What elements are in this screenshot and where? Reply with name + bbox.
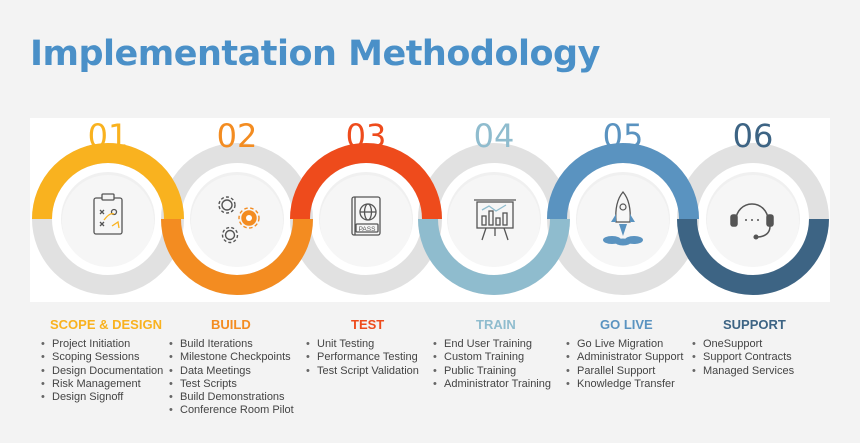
list-item: Scoping Sessions: [40, 351, 163, 365]
disc-shade-support: [707, 175, 799, 267]
arc-train: [418, 218, 570, 295]
step-number-03: 03: [346, 117, 387, 155]
list-item: Project Initiation: [40, 338, 163, 352]
list-item: Knowledge Transfer: [565, 378, 683, 392]
step-number-04: 04: [474, 117, 515, 155]
step-number-05: 05: [603, 117, 644, 155]
list-item: Administrator Training: [432, 378, 551, 392]
list-item: Design Documentation: [40, 365, 163, 379]
step-title-build: BUILD: [211, 317, 251, 332]
arc-scope: [32, 143, 184, 220]
list-item: Performance Testing: [305, 351, 419, 365]
list-item: Test Scripts: [168, 378, 294, 392]
step-title-train: TRAIN: [476, 317, 516, 332]
arc-build: [161, 218, 313, 295]
center-discs: [61, 172, 800, 267]
disc-shade-test: [320, 175, 412, 267]
list-item: Build Demonstrations: [168, 391, 294, 405]
step-number-06: 06: [733, 117, 774, 155]
step-title-go-live: GO LIVE: [600, 317, 653, 332]
list-item: Administrator Support: [565, 351, 683, 365]
presentation-board-icon: [474, 199, 516, 241]
step-title-support: SUPPORT: [723, 317, 786, 332]
list-item: Support Contracts: [691, 351, 794, 365]
list-item: Data Meetings: [168, 365, 294, 379]
headset-icon: [730, 203, 774, 240]
arc-support: [677, 218, 829, 295]
test-list: Unit Testing Performance Testing Test Sc…: [305, 338, 419, 378]
page-title: Implementation Methodology: [30, 34, 600, 74]
build-list: Build Iterations Milestone Checkpoints D…: [168, 338, 294, 418]
list-item: Unit Testing: [305, 338, 419, 352]
passport-icon: PASS: [351, 196, 381, 236]
disc-shade-train: [448, 175, 540, 267]
train-list: End User Training Custom Training Public…: [432, 338, 551, 391]
list-item: Parallel Support: [565, 365, 683, 379]
arc-golive: [547, 143, 699, 220]
list-item: Public Training: [432, 365, 551, 379]
clipboard-strategy-icon: [93, 193, 123, 235]
step-number-02: 02: [217, 117, 258, 155]
disc-shade-build: [191, 175, 283, 267]
list-item: Build Iterations: [168, 338, 294, 352]
gears-icon: [218, 196, 260, 244]
scope-design-list: Project Initiation Scoping Sessions Desi…: [40, 338, 163, 405]
passport-label: PASS: [359, 226, 377, 233]
arc-test: [290, 143, 442, 220]
colored-arcs: [32, 143, 829, 295]
list-item: Managed Services: [691, 365, 794, 379]
disc-shade-golive: [577, 175, 669, 267]
support-list: OneSupport Support Contracts Managed Ser…: [691, 338, 794, 378]
list-item: Conference Room Pilot: [168, 404, 294, 418]
list-item: Custom Training: [432, 351, 551, 365]
list-item: OneSupport: [691, 338, 794, 352]
disc-shade-scope: [62, 175, 154, 267]
list-item: Design Signoff: [40, 391, 163, 405]
rocket-icon: [603, 191, 643, 246]
step-number-01: 01: [88, 117, 129, 155]
list-item: Test Script Validation: [305, 365, 419, 379]
list-item: Milestone Checkpoints: [168, 351, 294, 365]
step-title-scope-design: SCOPE & DESIGN: [50, 317, 162, 332]
step-title-test: TEST: [351, 317, 385, 332]
list-item: Go Live Migration: [565, 338, 683, 352]
list-item: End User Training: [432, 338, 551, 352]
list-item: Risk Management: [40, 378, 163, 392]
go-live-list: Go Live Migration Administrator Support …: [565, 338, 683, 391]
